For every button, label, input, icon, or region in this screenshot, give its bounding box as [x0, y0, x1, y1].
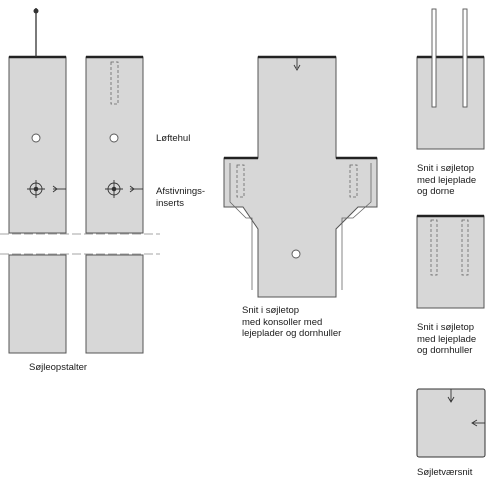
leveling-inserts-label: Afstivnings- inserts: [156, 186, 206, 209]
lift-hole-icon: [291, 249, 301, 259]
column-elevation-2: [85, 55, 144, 354]
column-elevation-1: [8, 8, 67, 354]
cross-section-label: Søjletværsnit: [417, 467, 473, 478]
cross-section: [416, 388, 486, 458]
dowel-section-label: Snit i søjletop med lejeplade og dorne: [417, 163, 477, 197]
column-elevations-label: Søjleopstalter: [29, 362, 88, 373]
lift-hole-icon: [109, 133, 119, 143]
break-band: [0, 233, 160, 255]
lifting-wire-icon: [33, 8, 39, 14]
lift-hole-icon: [31, 133, 41, 143]
corbel-section: [223, 55, 378, 298]
corbel-section-label: Snit i søjletop med konsoller med lejepl…: [242, 305, 342, 339]
insert-icon: [105, 180, 123, 198]
dowel-section: [416, 8, 485, 150]
insert-icon: [27, 180, 45, 198]
dowel-hole-section: [416, 214, 485, 309]
lift-hole-label: Løftehul: [156, 133, 191, 144]
dowel-hole-section-label: Snit i søjletop med lejeplade og dornhul…: [417, 322, 477, 356]
